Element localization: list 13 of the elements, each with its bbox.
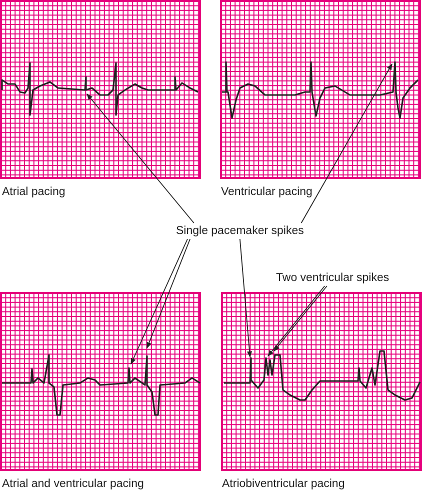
leader-line: [239, 238, 252, 358]
strip-caption: Atrial pacing: [2, 185, 66, 199]
leader-line: [86, 94, 194, 224]
leader-line: [300, 63, 392, 224]
leader-line: [130, 238, 188, 365]
leader-line: [146, 238, 191, 349]
leader-line: [268, 286, 326, 356]
callout-label: Single pacemaker spikes: [176, 224, 304, 238]
callout-label: Two ventricular spikes: [276, 271, 390, 285]
leader-line: [274, 286, 328, 352]
strip-caption: Ventricular pacing: [221, 185, 312, 199]
strip-caption: Atriobiventricular pacing: [222, 477, 345, 491]
strip-caption: Atrial and ventricular pacing: [2, 477, 144, 491]
